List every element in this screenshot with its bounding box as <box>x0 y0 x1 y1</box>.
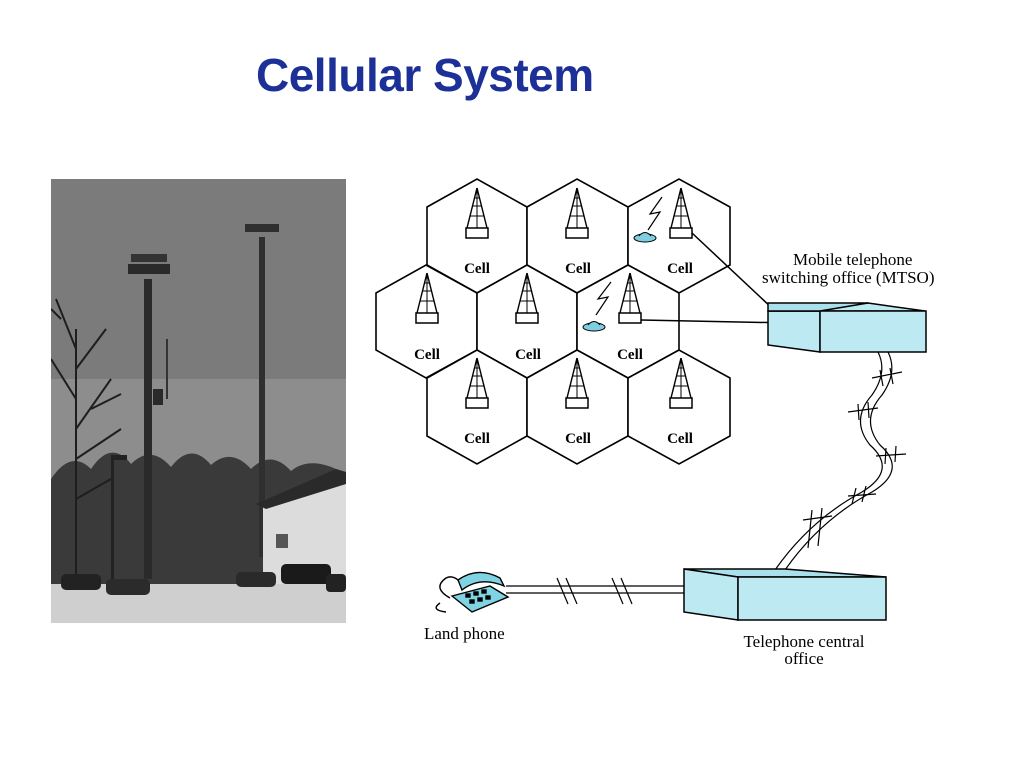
lightning-icon <box>595 281 612 316</box>
cell-label: Cell <box>414 347 440 363</box>
cell-label: Cell <box>667 431 693 447</box>
car-icon <box>633 232 657 243</box>
cell-label: Cell <box>565 431 591 447</box>
cell-label: Cell <box>617 347 643 363</box>
lightning-icon <box>647 196 663 231</box>
land-line <box>506 577 684 605</box>
cell-label: Cell <box>515 347 541 363</box>
cell-label: Cell <box>565 261 591 277</box>
central-office-label: office <box>784 649 823 668</box>
cellular-network-diagram: Cell Cell Cell Cell Cell Cell Cell Cell … <box>375 178 935 668</box>
car-icon <box>582 321 606 332</box>
cell-label: Cell <box>464 261 490 277</box>
cell-label: Cell <box>464 431 490 447</box>
mtso-label: Mobile telephone <box>793 250 912 269</box>
cell-tower-photo <box>51 179 346 623</box>
cell-label: Cell <box>667 261 693 277</box>
land-phone-label: Land phone <box>424 624 505 643</box>
cable-crossbars <box>802 367 907 549</box>
mtso-box <box>767 302 927 353</box>
tower-mtso-link <box>640 319 791 324</box>
mtso-label: switching office (MTSO) <box>762 268 935 287</box>
central-office-label: Telephone central <box>743 632 864 651</box>
telephone-icon <box>435 571 510 613</box>
central-office-box <box>683 568 887 621</box>
trunk-cable <box>774 351 893 571</box>
slide-title: Cellular System <box>256 49 594 101</box>
